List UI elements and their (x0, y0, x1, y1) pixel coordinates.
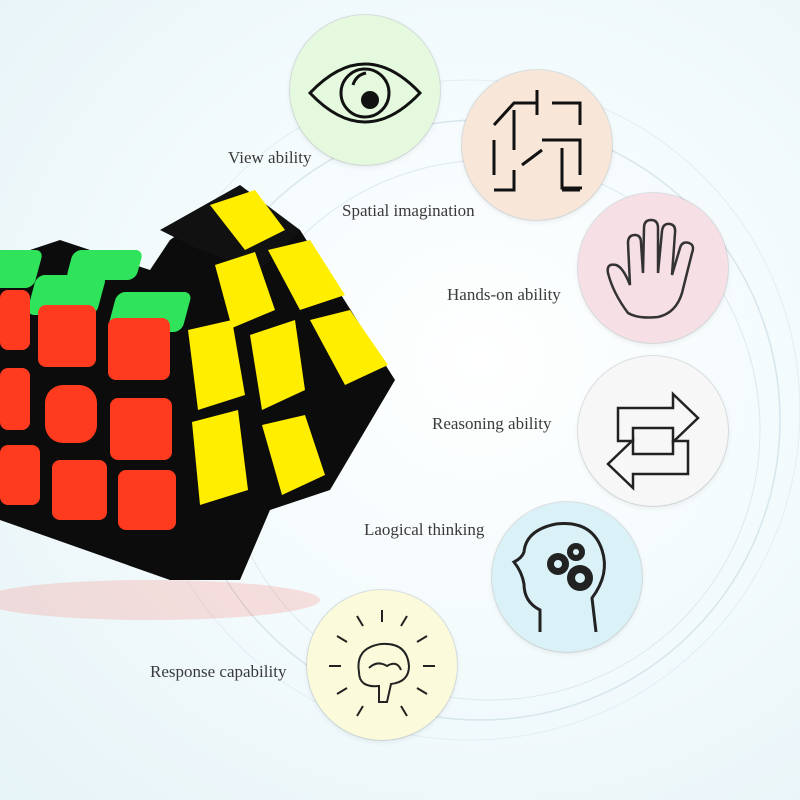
hand-icon (606, 218, 695, 319)
label-response-capability: Response capability (150, 662, 287, 681)
head-gears-icon (511, 522, 606, 633)
ability-circle-logical (492, 502, 642, 652)
rubiks-cube-image (0, 185, 395, 620)
label-hands-on-ability: Hands-on ability (447, 285, 561, 304)
label-reasoning-ability: Reasoning ability (432, 414, 552, 433)
ability-circle-hands-on (578, 193, 728, 343)
label-view-ability: View ability (228, 148, 312, 167)
brain-icon (329, 610, 435, 717)
cube-icon (492, 90, 582, 192)
red-stickers (0, 290, 176, 530)
label-spatial-imagination: Spatial imagination (342, 201, 475, 220)
ability-circle-spatial (462, 70, 612, 220)
cycle-arrows-icon (606, 391, 700, 491)
yellow-stickers (188, 190, 388, 505)
eye-icon (307, 62, 423, 124)
ability-circle-response (307, 590, 457, 740)
ability-circle-reasoning (578, 356, 728, 506)
ability-circle-view (290, 15, 440, 165)
label-logical-thinking: Laogical thinking (364, 520, 485, 539)
cube-shadow (0, 580, 320, 620)
